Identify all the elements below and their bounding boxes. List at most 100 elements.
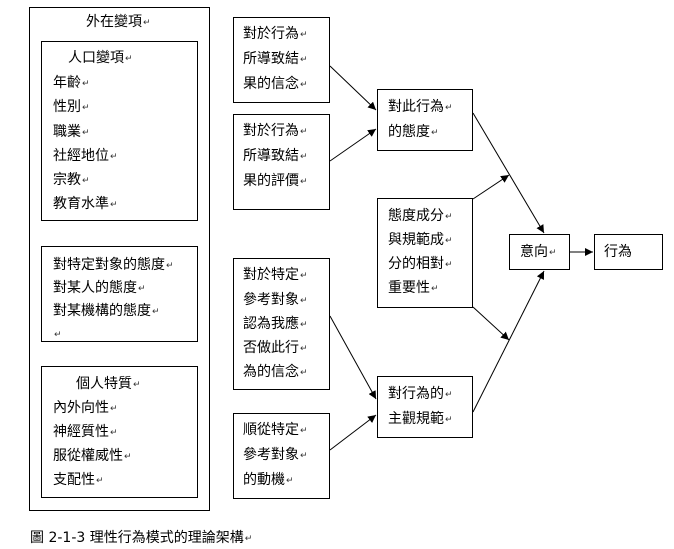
motivation-line: 參考對象↵ <box>243 447 308 463</box>
paragraph-mark-icon: ↵ <box>300 296 308 306</box>
normative-belief-box <box>233 258 330 390</box>
outcome-belief-box <box>233 17 330 103</box>
paragraph-mark-icon: ↵ <box>110 404 118 414</box>
paragraph-mark-icon: ↵ <box>166 261 174 271</box>
personality-box <box>41 366 198 498</box>
normative-belief-line: 參考對象↵ <box>243 292 308 308</box>
paragraph-mark-icon: ↵ <box>445 260 453 270</box>
paragraph-mark-icon: ↵ <box>110 428 118 438</box>
demographic-variables-box <box>41 41 198 221</box>
paragraph-mark-icon: ↵ <box>82 103 90 113</box>
paragraph-mark-icon: ↵ <box>152 307 160 317</box>
intention-label: 意向↵ <box>520 244 557 260</box>
demographic-item: 宗教↵ <box>53 172 90 188</box>
paragraph-mark-icon: ↵ <box>300 271 308 281</box>
demographic-item: 年齡↵ <box>53 75 90 91</box>
demographic-item: 職業↵ <box>53 124 90 140</box>
paragraph-mark-icon: ↵ <box>300 152 308 162</box>
personality-item: 服從權威性↵ <box>53 448 132 464</box>
arrow-outcome-evaluation-to-attitude <box>329 128 377 162</box>
paragraph-mark-icon: ↵ <box>300 368 308 378</box>
paragraph-mark-icon: ↵ <box>82 79 90 89</box>
paragraph-mark-icon: ↵ <box>96 476 104 486</box>
paragraph-mark-icon: ↵ <box>143 18 151 28</box>
demographic-item: 社經地位↵ <box>53 148 118 164</box>
demographic-item: 教育水準↵ <box>53 196 118 212</box>
outcome-evaluation-line: 果的評價↵ <box>243 173 308 189</box>
normative-belief-line: 認為我應↵ <box>243 316 308 332</box>
subjective-norm-box <box>377 376 473 438</box>
arrow-importance-to-norm-path <box>472 306 510 341</box>
figure-caption: 圖 2-1-3 理性行為模式的理論架構↵ <box>30 530 253 546</box>
paragraph-mark-icon: ↵ <box>54 330 62 340</box>
paragraph-mark-icon: ↵ <box>300 55 308 65</box>
paragraph-mark-icon: ↵ <box>124 452 132 462</box>
paragraph-mark-icon: ↵ <box>431 284 439 294</box>
normative-belief-line: 否做此行↵ <box>243 340 308 356</box>
paragraph-mark-icon: ↵ <box>445 390 453 400</box>
attitude-toward-behavior-box <box>377 89 473 151</box>
outcome-belief-line: 果的信念↵ <box>243 76 308 92</box>
paragraph-mark-icon: ↵ <box>445 103 453 113</box>
paragraph-mark-icon: ↵ <box>300 344 308 354</box>
intention-box <box>509 234 570 270</box>
paragraph-mark-icon: ↵ <box>300 30 308 40</box>
paragraph-mark-icon: ↵ <box>445 212 453 222</box>
arrow-outcome-belief-to-attitude <box>329 65 377 111</box>
paragraph-mark-icon: ↵ <box>300 177 308 187</box>
attitude-empty-line: ↵ <box>53 322 62 347</box>
attitude-toward-behavior-line: 對此行為↵ <box>388 99 453 115</box>
paragraph-mark-icon: ↵ <box>244 534 253 544</box>
personality-item: 支配性↵ <box>53 472 104 488</box>
paragraph-mark-icon: ↵ <box>125 54 133 64</box>
paragraph-mark-icon: ↵ <box>300 127 308 137</box>
outcome-evaluation-box <box>233 114 330 210</box>
arrow-importance-to-attitude-path <box>472 174 510 200</box>
paragraph-mark-icon: ↵ <box>133 380 141 390</box>
relative-importance-line: 重要性↵ <box>388 280 439 296</box>
normative-belief-line: 對於特定↵ <box>243 267 308 283</box>
attitude-item: 對某機構的態度↵ <box>53 303 160 319</box>
attitude-item: 對某人的態度↵ <box>53 280 146 296</box>
arrow-norm-to-intention <box>472 270 545 413</box>
paragraph-mark-icon: ↵ <box>82 128 90 138</box>
motivation-to-comply-box <box>233 413 330 499</box>
paragraph-mark-icon: ↵ <box>286 476 294 486</box>
paragraph-mark-icon: ↵ <box>445 415 453 425</box>
relative-importance-line: 與規範成↵ <box>388 232 453 248</box>
paragraph-mark-icon: ↵ <box>549 248 557 258</box>
outcome-belief-line: 所導致結↵ <box>243 51 308 67</box>
outcome-evaluation-line: 對於行為↵ <box>243 123 308 139</box>
outcome-evaluation-line: 所導致結↵ <box>243 148 308 164</box>
relative-importance-line: 態度成分↵ <box>388 208 453 224</box>
external-variables-title: 外在變項↵ <box>86 14 151 30</box>
paragraph-mark-icon: ↵ <box>82 176 90 186</box>
subjective-norm-line: 主觀規範↵ <box>388 411 453 427</box>
subjective-norm-line: 對行為的↵ <box>388 386 453 402</box>
normative-belief-line: 為的信念↵ <box>243 364 308 380</box>
behavior-box <box>594 234 663 270</box>
paragraph-mark-icon: ↵ <box>110 152 118 162</box>
paragraph-mark-icon: ↵ <box>300 426 308 436</box>
paragraph-mark-icon: ↵ <box>300 80 308 90</box>
personality-item: 神經質性↵ <box>53 424 118 440</box>
attitude-toward-behavior-line: 的態度↵ <box>388 124 439 140</box>
behavior-label: 行為 <box>604 244 632 260</box>
motivation-line: 順從特定↵ <box>243 422 308 438</box>
outcome-belief-line: 對於行為↵ <box>243 26 308 42</box>
personality-heading: 個人特質↵ <box>76 376 141 392</box>
paragraph-mark-icon: ↵ <box>138 284 146 294</box>
attitudes-box <box>41 246 198 342</box>
personality-item: 內外向性↵ <box>53 400 118 416</box>
paragraph-mark-icon: ↵ <box>300 451 308 461</box>
attitude-item: 對特定對象的態度↵ <box>53 257 174 273</box>
paragraph-mark-icon: ↵ <box>431 128 439 138</box>
paragraph-mark-icon: ↵ <box>300 320 308 330</box>
paragraph-mark-icon: ↵ <box>110 200 118 210</box>
relative-importance-box <box>377 198 473 308</box>
relative-importance-line: 分的相對↵ <box>388 256 453 272</box>
paragraph-mark-icon: ↵ <box>445 236 453 246</box>
arrow-normative-belief-to-norm <box>329 315 377 400</box>
motivation-line: 的動機↵ <box>243 472 294 488</box>
